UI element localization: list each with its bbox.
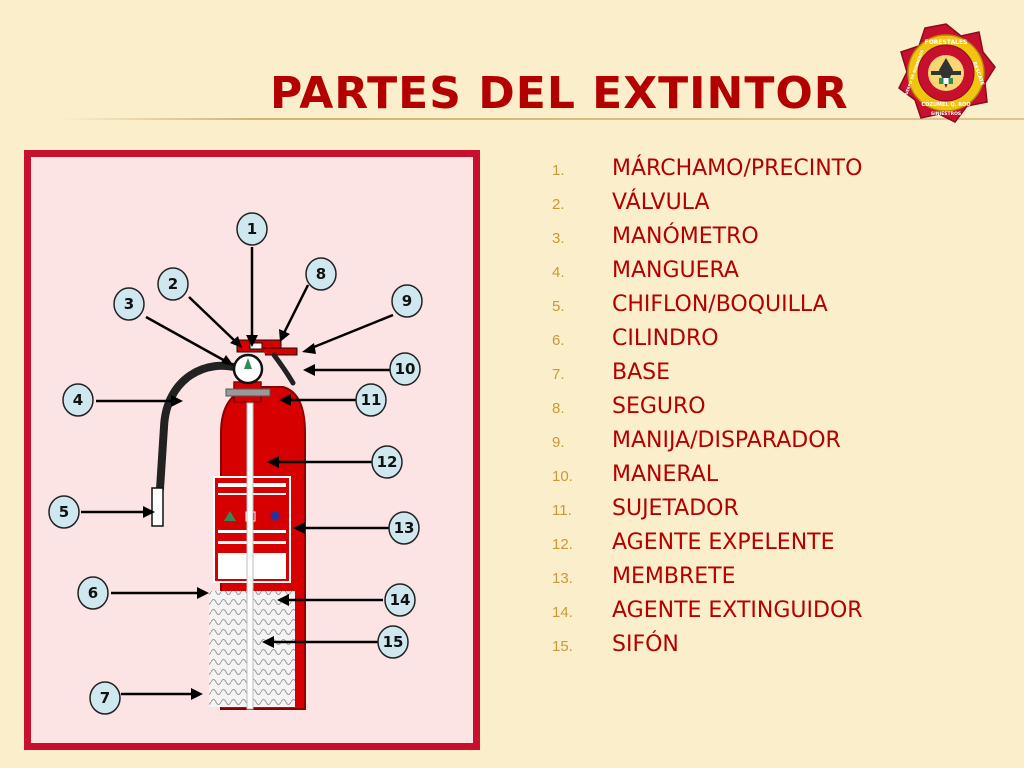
callout-number: 9 (402, 292, 412, 310)
callout-circle (388, 511, 420, 545)
title-underline (60, 118, 1024, 120)
valve-clamp (225, 388, 271, 397)
list-item: 4. MANGUERA (552, 254, 863, 288)
list-item: 3. MANÓMETRO (552, 220, 863, 254)
list-item-label: AGENTE EXPELENTE (612, 530, 835, 555)
list-item: 2. VÁLVULA (552, 186, 863, 220)
list-item-number: 3. (552, 230, 565, 247)
list-item: 14. AGENTE EXTINGUIDOR (552, 594, 863, 628)
list-item-number: 6. (552, 332, 565, 349)
callout-number: 3 (124, 295, 134, 313)
list-item-number: 10. (552, 468, 573, 485)
callout-number: 4 (73, 391, 83, 409)
list-item-label: AGENTE EXTINGUIDOR (612, 598, 863, 623)
list-item-number: 5. (552, 298, 565, 315)
list-item-label: MANIJA/DISPARADOR (612, 428, 841, 453)
list-item: 6. CILINDRO (552, 322, 863, 356)
list-item-label: MÁRCHAMO/PRECINTO (612, 156, 863, 181)
callout-circle (77, 576, 109, 610)
callout-circle (377, 625, 409, 659)
list-item: 10. MANERAL (552, 458, 863, 492)
list-item-label: MANÓMETRO (612, 224, 759, 249)
list-item-label: BASE (612, 360, 671, 385)
list-item: 15. SIFÓN (552, 628, 863, 662)
siphon-tube (246, 402, 254, 710)
list-item-number: 7. (552, 366, 565, 383)
callout-number: 2 (168, 275, 178, 293)
callout-number: 12 (377, 453, 398, 471)
callout-number: 10 (395, 360, 416, 378)
callout-circle (113, 287, 145, 321)
fire-department-logo: FORESTALES CUERPO DE BOMBEROS RESCATE CO… (898, 23, 996, 123)
callout-number: 8 (316, 265, 326, 283)
list-item-label: CHIFLON/BOQUILLA (612, 292, 828, 317)
logo-text-top: FORESTALES (925, 39, 968, 46)
list-item-number: 9. (552, 434, 565, 451)
callout-circle (384, 583, 416, 617)
lever (271, 352, 296, 386)
callout-number: 14 (390, 591, 411, 609)
list-item-label: MANGUERA (612, 258, 739, 283)
callout-number: 15 (383, 633, 404, 651)
list-item-number: 1. (552, 162, 565, 179)
list-item-number: 2. (552, 196, 565, 213)
nozzle (151, 487, 164, 527)
callout-circle (62, 383, 94, 417)
list-item: 5. CHIFLON/BOQUILLA (552, 288, 863, 322)
callout-number: 7 (100, 689, 110, 707)
list-item-label: CILINDRO (612, 326, 719, 351)
list-item-label: VÁLVULA (612, 190, 710, 215)
list-item: 9. MANIJA/DISPARADOR (552, 424, 863, 458)
list-item: 8. SEGURO (552, 390, 863, 424)
callout-number: 6 (88, 584, 98, 602)
callout-circle (391, 284, 423, 318)
list-item: 12. AGENTE EXPELENTE (552, 526, 863, 560)
logo-text-bottom: COZUMEL Q. ROO (921, 102, 970, 108)
callout-circle (305, 257, 337, 291)
list-item-label: MEMBRETE (612, 564, 736, 589)
safety-pin (249, 342, 263, 350)
list-item: 13. MEMBRETE (552, 560, 863, 594)
callout-circle (89, 681, 121, 715)
list-item-number: 4. (552, 264, 565, 281)
callout-number: 5 (59, 503, 69, 521)
list-item-label: SEGURO (612, 394, 706, 419)
callout-circle (371, 445, 403, 479)
list-item-number: 8. (552, 400, 565, 417)
list-item: 1. MÁRCHAMO/PRECINTO (552, 152, 863, 186)
callout-circle (157, 267, 189, 301)
list-item-number: 11. (552, 502, 572, 519)
page-title: PARTES DEL EXTINTOR (270, 68, 849, 119)
callout-number: 11 (361, 391, 382, 409)
callout-number: 13 (394, 519, 415, 537)
list-item-number: 13. (552, 570, 573, 587)
list-item-number: 15. (552, 638, 573, 655)
list-item-label: MANERAL (612, 462, 719, 487)
callout-circle (355, 383, 387, 417)
logo-text-base: SINIESTROS (931, 111, 961, 117)
list-item: 7. BASE (552, 356, 863, 390)
callout-circle (48, 495, 80, 529)
list-item-label: SIFÓN (612, 632, 679, 657)
list-item-number: 14. (552, 604, 573, 621)
arrows (81, 247, 394, 700)
callout-number: 1 (247, 220, 257, 238)
callout-circle (389, 352, 421, 386)
handle (263, 347, 298, 356)
parts-list: 1. MÁRCHAMO/PRECINTO 2. VÁLVULA 3. MANÓMETRO 4… (552, 152, 863, 662)
hose (156, 361, 245, 493)
list-item: 11. SUJETADOR (552, 492, 863, 526)
callout-circle (236, 212, 268, 246)
list-item-label: SUJETADOR (612, 496, 739, 521)
list-item-number: 12. (552, 536, 573, 553)
